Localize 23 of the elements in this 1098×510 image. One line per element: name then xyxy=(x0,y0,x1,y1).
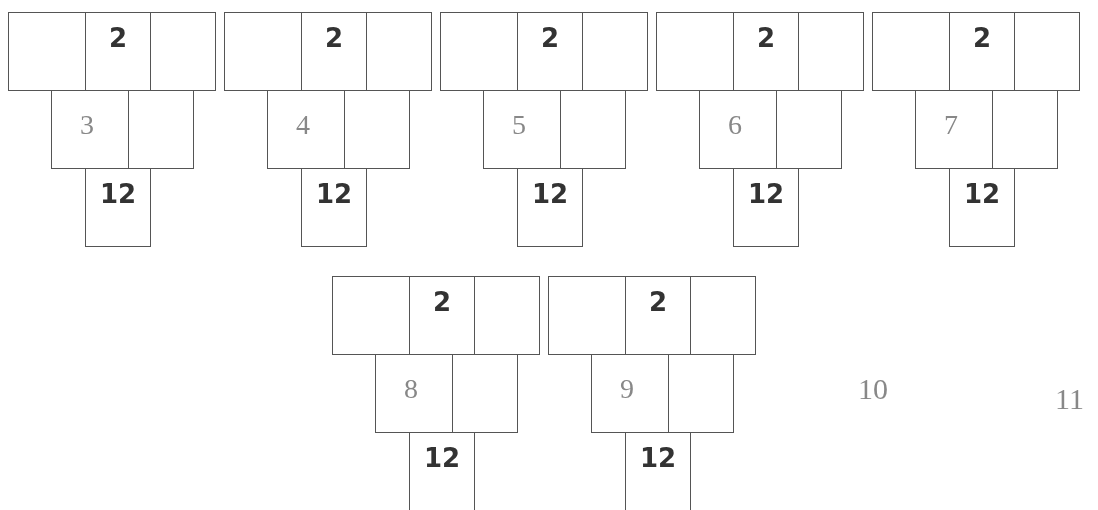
pyramid-cell: 12 xyxy=(301,168,367,247)
pyramid-cell xyxy=(690,276,756,355)
pyramid-cell xyxy=(548,276,626,355)
pyramid-cell xyxy=(474,276,540,355)
pyramid-cell xyxy=(656,12,734,91)
pyramid-cell: 12 xyxy=(949,168,1015,247)
pyramid-cell xyxy=(366,12,432,91)
pyramid-cell xyxy=(332,276,410,355)
pyramid-cell: 12 xyxy=(733,168,799,247)
pyramid-cell xyxy=(150,12,216,91)
pyramid-cell xyxy=(224,12,302,91)
handwritten-number: 10 xyxy=(858,372,888,406)
pyramid-cell xyxy=(8,12,86,91)
pyramid-cell: 12 xyxy=(517,168,583,247)
pyramid-cell: 12 xyxy=(625,432,691,510)
pyramid-cell xyxy=(440,12,518,91)
pyramid-cell xyxy=(582,12,648,91)
pyramid-cell: 12 xyxy=(85,168,151,247)
pyramid-cell xyxy=(1014,12,1080,91)
pyramid-cell xyxy=(872,12,950,91)
pyramid-cell xyxy=(798,12,864,91)
pyramid-cell: 12 xyxy=(409,432,475,510)
handwritten-number: 11 xyxy=(1055,382,1084,416)
